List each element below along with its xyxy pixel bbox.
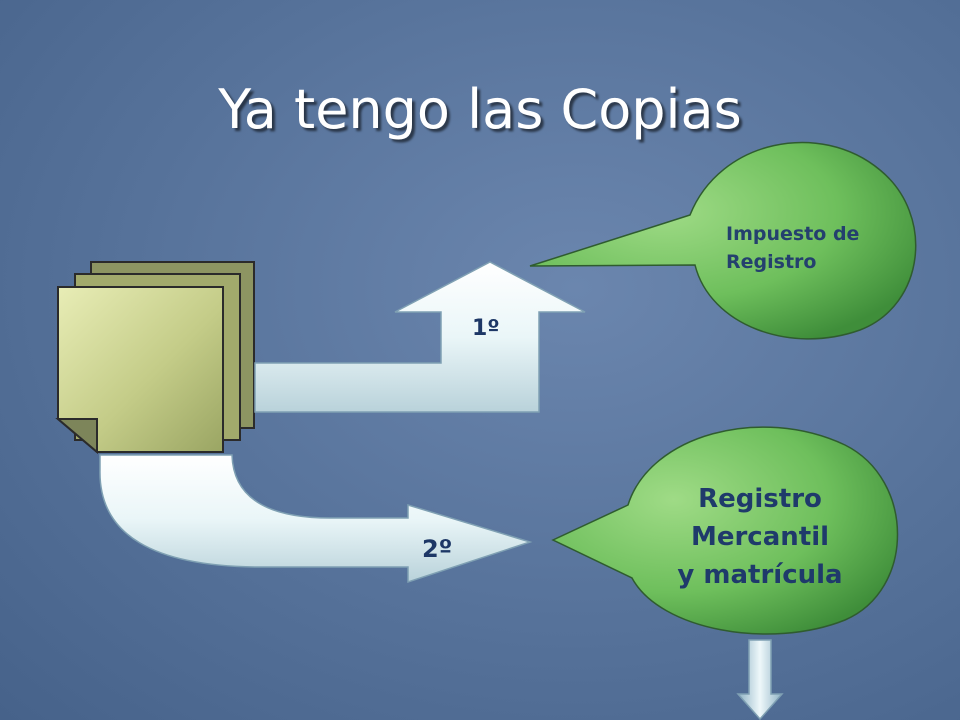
arrow-down-icon: [736, 639, 784, 720]
arrow-up-icon: [254, 261, 586, 413]
document-stack-icon: [55, 261, 255, 455]
bubble-text-registro: Registro Mercantil y matrícula: [677, 484, 843, 590]
bubble-text-impuesto: Impuesto de Registro: [726, 223, 860, 273]
step-1-label: 1º: [472, 316, 500, 341]
speech-bubble-icon: [551, 426, 899, 635]
step-2-label: 2º: [422, 535, 453, 563]
speech-bubble-icon: [529, 141, 917, 340]
arrow-right-icon: [99, 454, 533, 584]
slide-title: Ya tengo las Copias: [218, 78, 742, 141]
